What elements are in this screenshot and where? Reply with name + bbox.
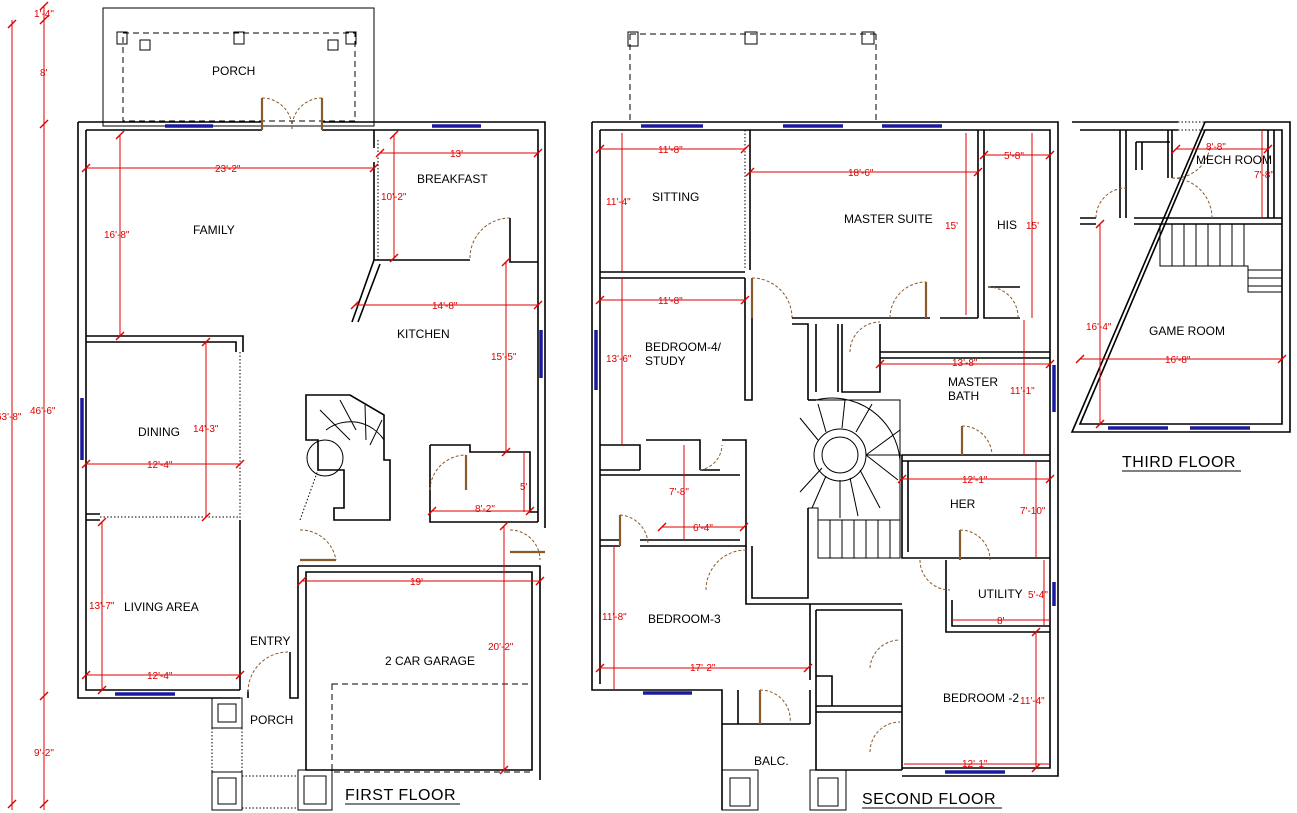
- dim-label: 16'-4": [1086, 322, 1112, 333]
- dim-label: 11'-8": [602, 612, 627, 623]
- dim-label: 12'-1": [962, 759, 988, 770]
- dim-label: 20'-2": [488, 642, 514, 653]
- dim-label: 14'-3": [193, 424, 219, 435]
- room-game: GAME ROOM: [1149, 324, 1225, 338]
- second-floor-title: SECOND FLOOR: [862, 791, 996, 808]
- dim-label: 16'-8": [1165, 355, 1191, 366]
- dim-label: 18'-6": [848, 168, 874, 179]
- room-bedroom4: BEDROOM-4/: [645, 340, 722, 354]
- second-floor-plan: [591, 31, 1059, 811]
- dim-label: 11'-4": [606, 197, 631, 208]
- dim-label: 13'-7": [89, 601, 115, 612]
- dim-label: 1'-4": [34, 9, 54, 20]
- room-bedroom4-sub: STUDY: [645, 354, 686, 368]
- dim-label: 8'-8": [1206, 142, 1226, 153]
- room-bedroom2: BEDROOM -2: [943, 691, 1019, 705]
- dim-label: 46'-6": [30, 406, 56, 417]
- dim-label: 13'-8": [952, 358, 978, 369]
- first-floor-title: FIRST FLOOR: [345, 787, 456, 804]
- room-breakfast: BREAKFAST: [417, 172, 488, 186]
- room-sitting: SITTING: [652, 190, 699, 204]
- dim-label: 9'-2": [34, 748, 54, 759]
- dim-label: 13': [450, 149, 463, 160]
- room-entry: ENTRY: [250, 634, 290, 648]
- dim-label: 10'-2": [381, 192, 407, 203]
- dim-label: 15': [945, 221, 958, 232]
- dim-label: 17'-2": [690, 663, 716, 674]
- room-porch-bottom: PORCH: [250, 713, 293, 727]
- dim-label: 63'-8": [0, 412, 22, 423]
- dim-label: 7'-8": [1254, 170, 1274, 181]
- dim-label: 12'-1": [962, 475, 988, 486]
- room-master-bath-sub: BATH: [948, 389, 979, 403]
- dim-label: 5'-8": [1004, 151, 1024, 162]
- room-his: HIS: [997, 218, 1017, 232]
- room-porch-top: PORCH: [212, 64, 255, 78]
- dim-label: 8': [40, 68, 48, 79]
- dim-label: 7'-8": [669, 487, 689, 498]
- room-garage: 2 CAR GARAGE: [385, 654, 475, 668]
- room-living: LIVING AREA: [124, 600, 199, 614]
- dim-label: 19': [410, 577, 423, 588]
- room-kitchen: KITCHEN: [397, 327, 450, 341]
- dim-label: 15'-5": [491, 352, 517, 363]
- room-master-suite: MASTER SUITE: [844, 212, 933, 226]
- dim-label: 16'-8": [104, 230, 130, 241]
- room-her: HER: [950, 497, 976, 511]
- third-floor-title: THIRD FLOOR: [1122, 454, 1236, 471]
- third-floor-plan: [1070, 121, 1291, 433]
- dim-label: 5': [520, 482, 528, 493]
- dim-label: 11'-1": [1010, 386, 1035, 397]
- dim-label: 23'-2": [215, 164, 241, 175]
- room-dining: DINING: [138, 425, 180, 439]
- dim-label: 7'-10": [1020, 506, 1046, 517]
- dim-label: 12'-4": [147, 671, 173, 682]
- dim-label: 11'-8": [658, 145, 683, 156]
- dim-label: 15': [1026, 221, 1039, 232]
- room-master-bath: MASTER: [948, 375, 998, 389]
- room-family: FAMILY: [193, 223, 235, 237]
- room-mech: MECH ROOM: [1196, 153, 1272, 167]
- dim-label: 12'-4": [147, 460, 173, 471]
- first-floor-plan: [7, 1, 546, 811]
- dim-label: 11'-4": [1020, 696, 1045, 707]
- dim-label: 14'-8": [432, 301, 458, 312]
- room-bedroom3: BEDROOM-3: [648, 612, 721, 626]
- room-balcony: BALC.: [754, 754, 789, 768]
- dim-label: 6'-4": [693, 523, 713, 534]
- dim-label: 11'-8": [658, 296, 683, 307]
- dim-label: 8': [997, 616, 1005, 627]
- room-utility: UTILITY: [978, 587, 1023, 601]
- dim-label: 13'-6": [606, 354, 632, 365]
- dim-label: 5'-4": [1028, 590, 1048, 601]
- dim-label: 8'-2": [475, 504, 495, 515]
